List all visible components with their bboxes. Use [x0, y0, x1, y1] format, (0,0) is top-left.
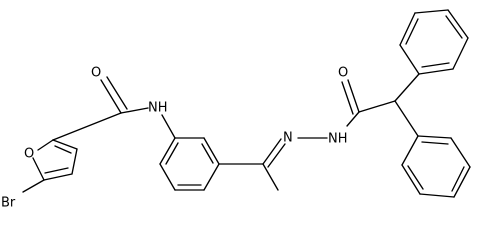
bond — [419, 193, 455, 198]
bond — [159, 163, 176, 191]
bond — [165, 142, 179, 165]
bond — [421, 141, 449, 145]
amide-oxygen-right-label: O — [338, 66, 348, 81]
bond — [401, 135, 419, 166]
hydrazone-n-label: N — [283, 131, 293, 146]
furan-oxygen-label: O — [24, 147, 34, 162]
bond — [447, 9, 469, 39]
bond — [399, 44, 420, 75]
upper-phenyl-ring — [399, 9, 469, 75]
bond — [37, 139, 54, 151]
bond — [106, 76, 128, 110]
bond — [159, 137, 176, 165]
bond — [341, 81, 354, 115]
bond — [52, 139, 78, 150]
bond — [421, 62, 450, 68]
bond — [262, 138, 282, 165]
bond — [161, 114, 176, 139]
furan-ring — [22, 139, 78, 193]
bond — [32, 157, 45, 181]
atom-labels: Br O O NH N NH O — [1, 66, 348, 211]
bond — [358, 100, 396, 113]
bond — [405, 18, 419, 45]
bond — [201, 143, 214, 164]
bond — [100, 79, 122, 114]
bond — [54, 145, 72, 154]
bond — [414, 9, 449, 14]
central-benzene-ring — [159, 137, 220, 191]
bond — [203, 137, 220, 165]
diphenylacetyl-group — [341, 73, 420, 137]
amide-nh-label: NH — [148, 101, 168, 116]
lower-phenyl-ring — [401, 135, 471, 198]
bond — [267, 143, 286, 168]
bond — [450, 137, 471, 168]
bond — [453, 166, 471, 198]
bond — [407, 165, 424, 190]
bromine-label: Br — [1, 196, 16, 211]
bond — [71, 148, 78, 175]
bond — [399, 12, 416, 46]
bond — [417, 135, 452, 139]
bond — [347, 79, 360, 113]
bond — [394, 73, 420, 102]
bond — [418, 68, 454, 75]
bond — [401, 164, 421, 195]
bond — [394, 100, 419, 137]
bond — [52, 112, 122, 141]
amide-group-left — [52, 76, 176, 141]
hydrazone-linker — [218, 137, 328, 191]
bond — [22, 179, 45, 193]
bond — [203, 163, 220, 191]
bond — [43, 173, 73, 181]
bond — [346, 111, 360, 127]
bond — [44, 167, 69, 174]
molecule-structure-diagram: Br O O NH N NH O — [1, 9, 471, 211]
bond — [451, 166, 465, 192]
hydrazide-nh-label: NH — [328, 132, 348, 147]
bond — [120, 107, 149, 114]
amide-oxygen-left-label: O — [91, 66, 101, 81]
bond — [452, 37, 469, 70]
bond — [262, 163, 279, 191]
bond — [445, 15, 463, 39]
